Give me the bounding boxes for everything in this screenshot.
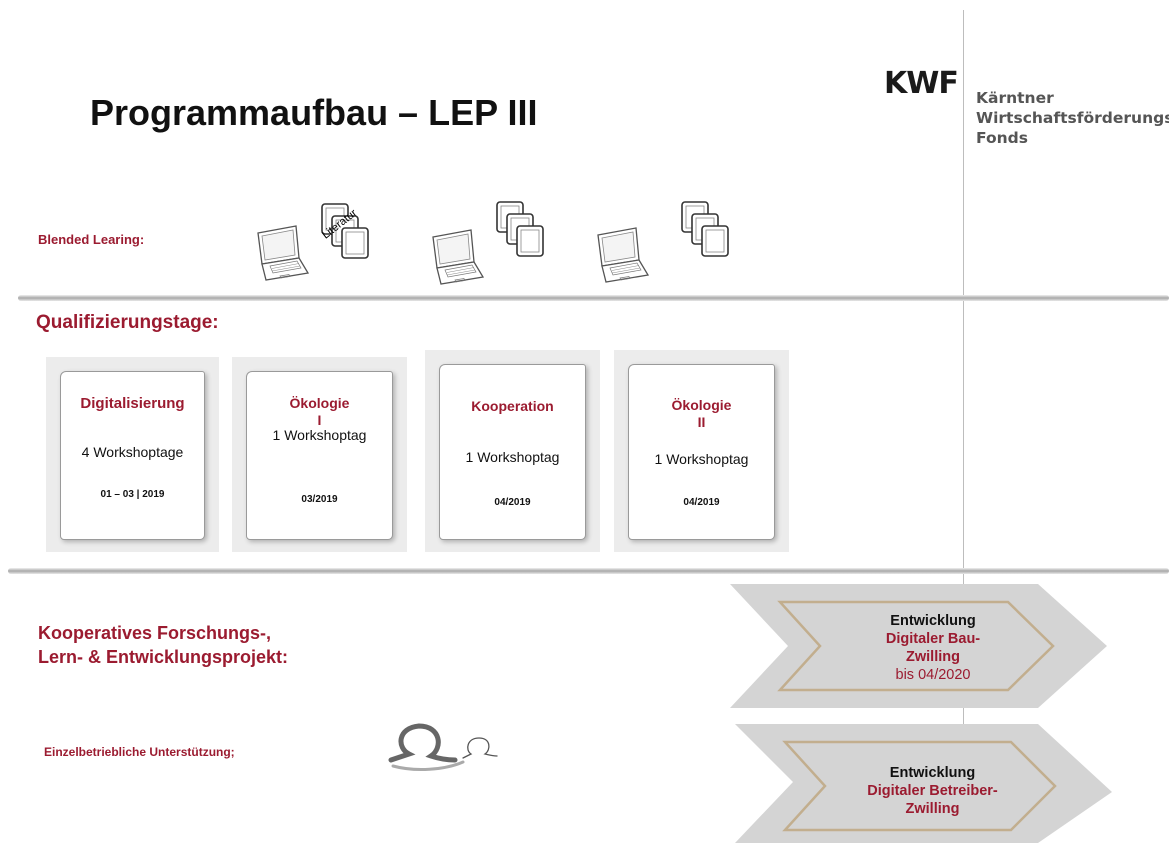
omega-icon: [388, 723, 498, 771]
card-oekologie-1: Ökologie I 1 Workshoptag 03/2019: [232, 357, 407, 552]
card-subtitle: 4 Workshoptage: [81, 444, 184, 460]
card-oekologie-2: Ökologie II 1 Workshoptag 04/2019: [614, 350, 789, 552]
kooperatives-projekt-line-1: Kooperatives Forschungs-,: [38, 623, 272, 643]
document-stack-icon: [681, 201, 729, 257]
laptop-icon: [432, 229, 484, 285]
kwf-name-line-3: Fonds: [976, 129, 1028, 147]
arrow-betreiber-line-3: Zwilling: [905, 801, 960, 817]
laptop-icon: [597, 227, 649, 283]
arrow-betreiber-text: Entwicklung Digitaler Betreiber- Zwillin…: [835, 764, 1030, 818]
vertical-divider: [963, 10, 964, 843]
card-date: 04/2019: [683, 497, 720, 508]
kooperatives-projekt-label: Kooperatives Forschungs-, Lern- & Entwic…: [38, 621, 288, 669]
card-date: 01 – 03 | 2019: [100, 489, 165, 500]
arrow-bau-zwilling: [730, 584, 1107, 708]
card-date: 04/2019: [494, 497, 531, 508]
kwf-name: Kärntner Wirtschaftsförderungs Fonds: [976, 88, 1169, 148]
arrow-bau-line-3: Zwilling: [906, 649, 960, 665]
arrow-betreiber-zwilling: [735, 724, 1112, 843]
card-paper: [439, 364, 586, 540]
card-paper: [60, 371, 205, 540]
card-title: Ökologie II: [671, 397, 732, 430]
card-title: Digitalisierung: [80, 395, 185, 412]
document-stack-icon: [496, 201, 544, 257]
card-title: Kooperation: [471, 398, 554, 414]
kwf-logo: KWF: [884, 66, 959, 101]
card-subtitle: 1 Workshoptag: [272, 427, 367, 443]
einzelbetrieblich-label: Einzelbetriebliche Unterstützung;: [44, 745, 235, 759]
card-subtitle: 1 Workshoptag: [465, 449, 560, 465]
card-paper: [246, 371, 393, 540]
arrow-bau-line-1: Entwicklung: [890, 613, 976, 629]
kooperatives-projekt-line-2: Lern- & Entwicklungsprojekt:: [38, 647, 289, 667]
laptop-icon: [257, 225, 309, 281]
kwf-name-line-2: Wirtschaftsförderungs: [976, 109, 1169, 127]
arrow-betreiber-line-2: Digitaler Betreiber-: [867, 783, 998, 799]
separator-2: [8, 568, 1169, 574]
separator-1: [18, 295, 1169, 301]
card-paper: [628, 364, 775, 540]
qualifizierungstage-label: Qualifizierungstage:: [36, 312, 219, 333]
arrow-betreiber-line-1: Entwicklung: [889, 765, 976, 781]
arrow-bau-text: Entwicklung Digitaler Bau- Zwilling bis …: [838, 612, 1028, 684]
card-subtitle: 1 Workshoptag: [654, 451, 749, 467]
blended-learning-label: Blended Learing:: [38, 232, 145, 247]
blended-learning-icons: [257, 201, 729, 285]
card-digitalisierung: Digitalisierung 4 Workshoptage 01 – 03 |…: [46, 357, 219, 552]
card-kooperation: Kooperation 1 Workshoptag 04/2019: [425, 350, 600, 552]
card-date: 03/2019: [301, 494, 338, 505]
card-title: Ökologie I: [289, 395, 350, 428]
kwf-name-line-1: Kärntner: [976, 89, 1054, 107]
arrow-bau-line-4: bis 04/2020: [895, 667, 971, 683]
page-title: Programmaufbau – LEP III: [90, 92, 538, 133]
arrow-bau-line-2: Digitaler Bau-: [885, 631, 981, 647]
